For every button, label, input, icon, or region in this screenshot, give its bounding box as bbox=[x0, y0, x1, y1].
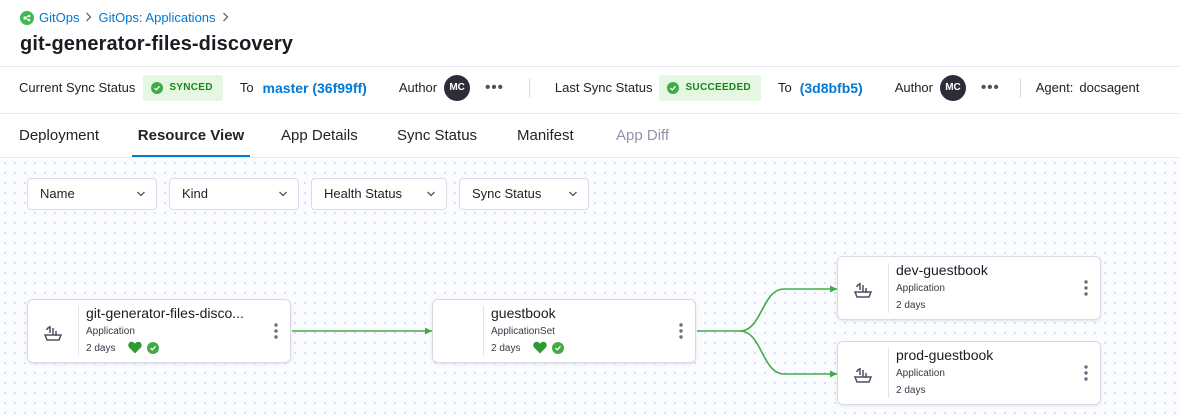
node-age: 2 days bbox=[86, 343, 116, 354]
synced-badge-text: SYNCED bbox=[169, 82, 213, 93]
last-commit-link[interactable]: (3d8bfb5) bbox=[799, 79, 863, 96]
filter-health-status-dropdown[interactable]: Health Status bbox=[311, 178, 447, 210]
node-divider bbox=[483, 306, 484, 356]
current-sync-status-label: Current Sync Status bbox=[19, 80, 136, 95]
breadcrumb-link-gitops[interactable]: GitOps bbox=[39, 10, 80, 25]
last-author-label: Author bbox=[894, 80, 933, 95]
succeeded-status-badge: SUCCEEDED bbox=[659, 74, 761, 101]
node-divider bbox=[78, 306, 79, 356]
node-kind: Application bbox=[896, 283, 945, 294]
tab-resource-view[interactable]: Resource View bbox=[132, 114, 250, 157]
healthy-heart-icon bbox=[128, 341, 142, 354]
filter-health-status-label: Health Status bbox=[324, 186, 403, 201]
sync-status-bar: Current Sync Status SYNCED To master (36… bbox=[0, 66, 1179, 108]
node-kind: ApplicationSet bbox=[491, 326, 555, 337]
chevron-down-icon bbox=[426, 179, 436, 220]
tab-app-diff: App Diff bbox=[616, 127, 670, 144]
graph-edges bbox=[292, 285, 837, 378]
node-name: prod-guestbook bbox=[896, 347, 994, 363]
synced-check-icon bbox=[147, 342, 159, 354]
node-name: git-generator-files-disco... bbox=[86, 305, 244, 321]
current-to-label: To bbox=[239, 80, 254, 95]
node-kind: Application bbox=[86, 326, 135, 337]
tab-manifest[interactable]: Manifest bbox=[517, 127, 574, 144]
filter-sync-status-dropdown[interactable]: Sync Status bbox=[459, 178, 589, 210]
filter-kind-label: Kind bbox=[182, 186, 209, 201]
filter-sync-status-label: Sync Status bbox=[472, 186, 542, 201]
tab-app-details[interactable]: App Details bbox=[281, 127, 358, 144]
check-circle-icon bbox=[151, 81, 164, 94]
chevron-down-icon bbox=[278, 179, 288, 220]
breadcrumb: GitOps GitOps: Applications bbox=[20, 10, 235, 25]
application-icon bbox=[42, 322, 64, 344]
current-author-label: Author bbox=[398, 80, 438, 95]
chevron-down-icon bbox=[136, 179, 146, 220]
chevron-down-icon bbox=[568, 179, 578, 220]
synced-check-icon bbox=[552, 342, 564, 354]
edge-guestbook-to-dev bbox=[697, 285, 837, 332]
node-divider bbox=[888, 263, 889, 313]
node-menu-icon[interactable] bbox=[1084, 279, 1088, 297]
last-to-label: To bbox=[777, 80, 792, 95]
tab-deployment[interactable]: Deployment bbox=[19, 127, 100, 144]
tab-bar: Deployment Resource View App Details Syn… bbox=[0, 113, 1179, 158]
current-more-options-icon[interactable]: ••• bbox=[485, 79, 504, 96]
application-icon bbox=[852, 364, 874, 386]
node-name: guestbook bbox=[491, 305, 556, 321]
page-title: git-generator-files-discovery bbox=[20, 33, 293, 55]
filter-name-dropdown[interactable]: Name bbox=[27, 178, 157, 210]
filter-name-label: Name bbox=[40, 186, 75, 201]
breadcrumb-link-applications[interactable]: GitOps: Applications bbox=[98, 10, 216, 25]
healthy-heart-icon bbox=[533, 341, 547, 354]
resource-graph-canvas[interactable]: Name Kind Health Status Sync Status git-… bbox=[0, 158, 1179, 415]
filter-kind-dropdown[interactable]: Kind bbox=[169, 178, 299, 210]
resource-node-guestbook-applicationset[interactable]: guestbook ApplicationSet 2 days bbox=[432, 299, 696, 363]
node-age: 2 days bbox=[491, 343, 521, 354]
resource-node-root-application[interactable]: git-generator-files-disco... Application… bbox=[27, 299, 291, 363]
last-sync-status-label: Last Sync Status bbox=[554, 80, 653, 95]
application-icon bbox=[852, 279, 874, 301]
node-divider bbox=[888, 348, 889, 398]
chevron-right-icon bbox=[85, 11, 92, 25]
node-name: dev-guestbook bbox=[896, 262, 988, 278]
node-age: 2 days bbox=[896, 385, 926, 396]
node-menu-icon[interactable] bbox=[679, 322, 683, 340]
current-author-avatar[interactable]: MC bbox=[444, 74, 471, 101]
last-author-avatar[interactable]: MC bbox=[940, 74, 966, 101]
node-kind: Application bbox=[896, 368, 945, 379]
node-menu-icon[interactable] bbox=[274, 322, 278, 340]
agent-label: Agent: bbox=[1035, 80, 1074, 95]
resource-node-prod-guestbook[interactable]: prod-guestbook Application 2 days bbox=[837, 341, 1101, 405]
divider bbox=[1019, 77, 1021, 98]
tab-sync-status[interactable]: Sync Status bbox=[397, 127, 478, 144]
edge-guestbook-to-prod bbox=[739, 330, 837, 378]
agent-value: docsagent bbox=[1079, 80, 1140, 95]
resource-node-dev-guestbook[interactable]: dev-guestbook Application 2 days bbox=[837, 256, 1101, 320]
last-more-options-icon[interactable]: ••• bbox=[981, 79, 1000, 96]
node-menu-icon[interactable] bbox=[1084, 364, 1088, 382]
check-circle-icon bbox=[667, 81, 680, 94]
gitops-logo-icon bbox=[20, 10, 34, 25]
synced-status-badge: SYNCED bbox=[143, 74, 223, 101]
current-commit-link[interactable]: master (36f99ff) bbox=[262, 79, 367, 96]
node-age: 2 days bbox=[896, 300, 926, 311]
divider bbox=[528, 77, 530, 98]
chevron-right-icon bbox=[222, 11, 229, 25]
succeeded-badge-text: SUCCEEDED bbox=[685, 82, 751, 93]
